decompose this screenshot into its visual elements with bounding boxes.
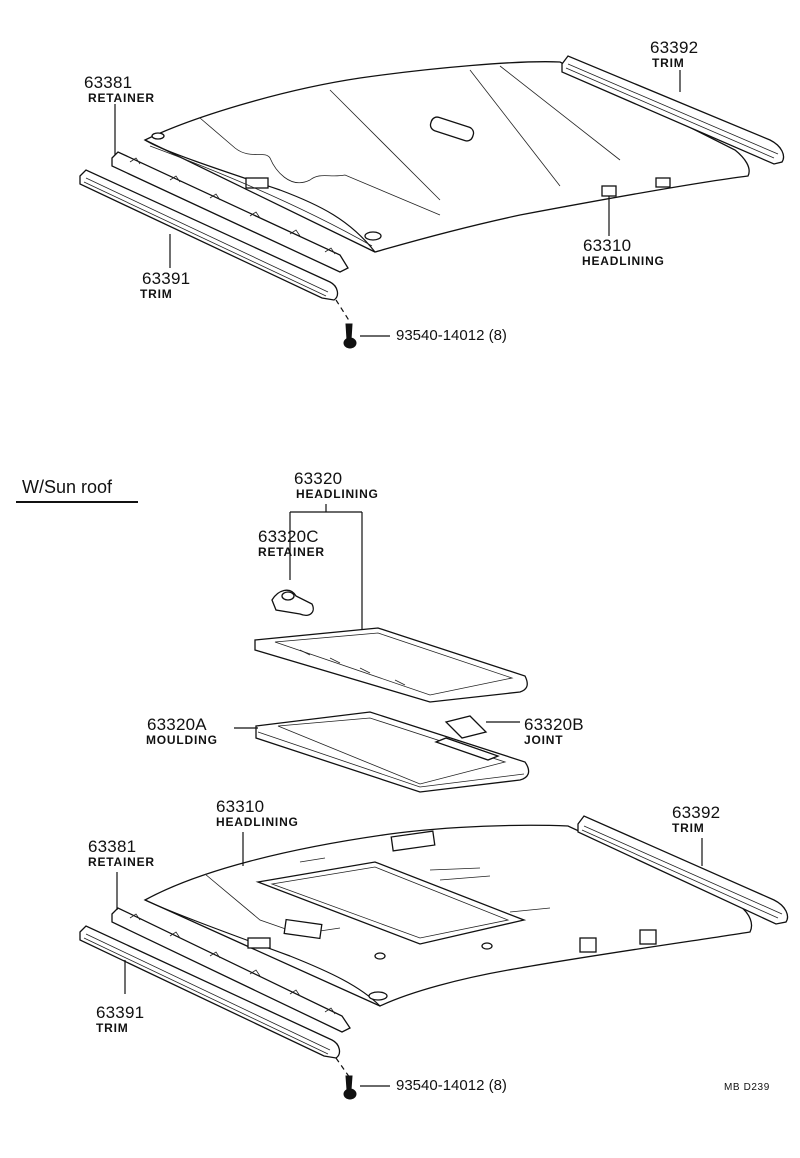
headlining-top-number: 63310 (583, 236, 632, 255)
sunroof-trim-left-name: TRIM (96, 1021, 129, 1035)
retainer-top-number: 63381 (84, 73, 133, 92)
moulding (255, 711, 530, 793)
trim-left-sunroof (79, 925, 341, 1059)
headlining-top-name: HEADLINING (582, 254, 665, 268)
trim-left-top-name: TRIM (140, 287, 173, 301)
screw-icon-sunroof (343, 1075, 357, 1100)
sunroof-headlining-assy-number: 63320 (294, 469, 343, 488)
joint (434, 715, 500, 761)
sunroof-headlining-assy-name: HEADLINING (296, 487, 379, 501)
sunroof-trim-left-number: 63391 (96, 1003, 145, 1022)
trim-right-top (561, 55, 785, 165)
retainer-top (111, 151, 349, 273)
screw-icon-top (343, 323, 357, 349)
trim-right-top-number: 63392 (650, 38, 699, 57)
screw-sunroof-part-number: 93540-14012 (8) (396, 1077, 507, 1094)
sunroof-trim-right-name: TRIM (672, 821, 705, 835)
retainer-c-clip (271, 589, 314, 616)
sunroof-retainer-number: 63381 (88, 837, 137, 856)
joint-name: JOINT (524, 733, 564, 747)
joint-number: 63320B (524, 715, 584, 734)
trim-right-top-name: TRIM (652, 56, 685, 70)
retainer-sunroof (111, 907, 351, 1033)
trim-left-top (79, 169, 339, 301)
trim-right-sunroof (577, 815, 789, 925)
sunroof-headlining-name: HEADLINING (216, 815, 299, 829)
screw-top-part-number: 93540-14012 (8) (396, 327, 507, 344)
moulding-name: MOULDING (146, 733, 218, 747)
sunroof-headlining-frame (254, 627, 528, 703)
section-title: W/Sun roof (22, 477, 113, 497)
sunroof-trim-right-number: 63392 (672, 803, 721, 822)
moulding-number: 63320A (147, 715, 207, 734)
sunroof-headlining-number: 63310 (216, 797, 265, 816)
headlining-top (143, 61, 750, 253)
trim-left-top-number: 63391 (142, 269, 191, 288)
headlining-sunroof (143, 824, 753, 1007)
retainer-top-name: RETAINER (88, 91, 155, 105)
diagram-code: MB D239 (724, 1082, 770, 1093)
retainer-c-name: RETAINER (258, 545, 325, 559)
sunroof-retainer-name: RETAINER (88, 855, 155, 869)
retainer-c-number: 63320C (258, 527, 319, 546)
